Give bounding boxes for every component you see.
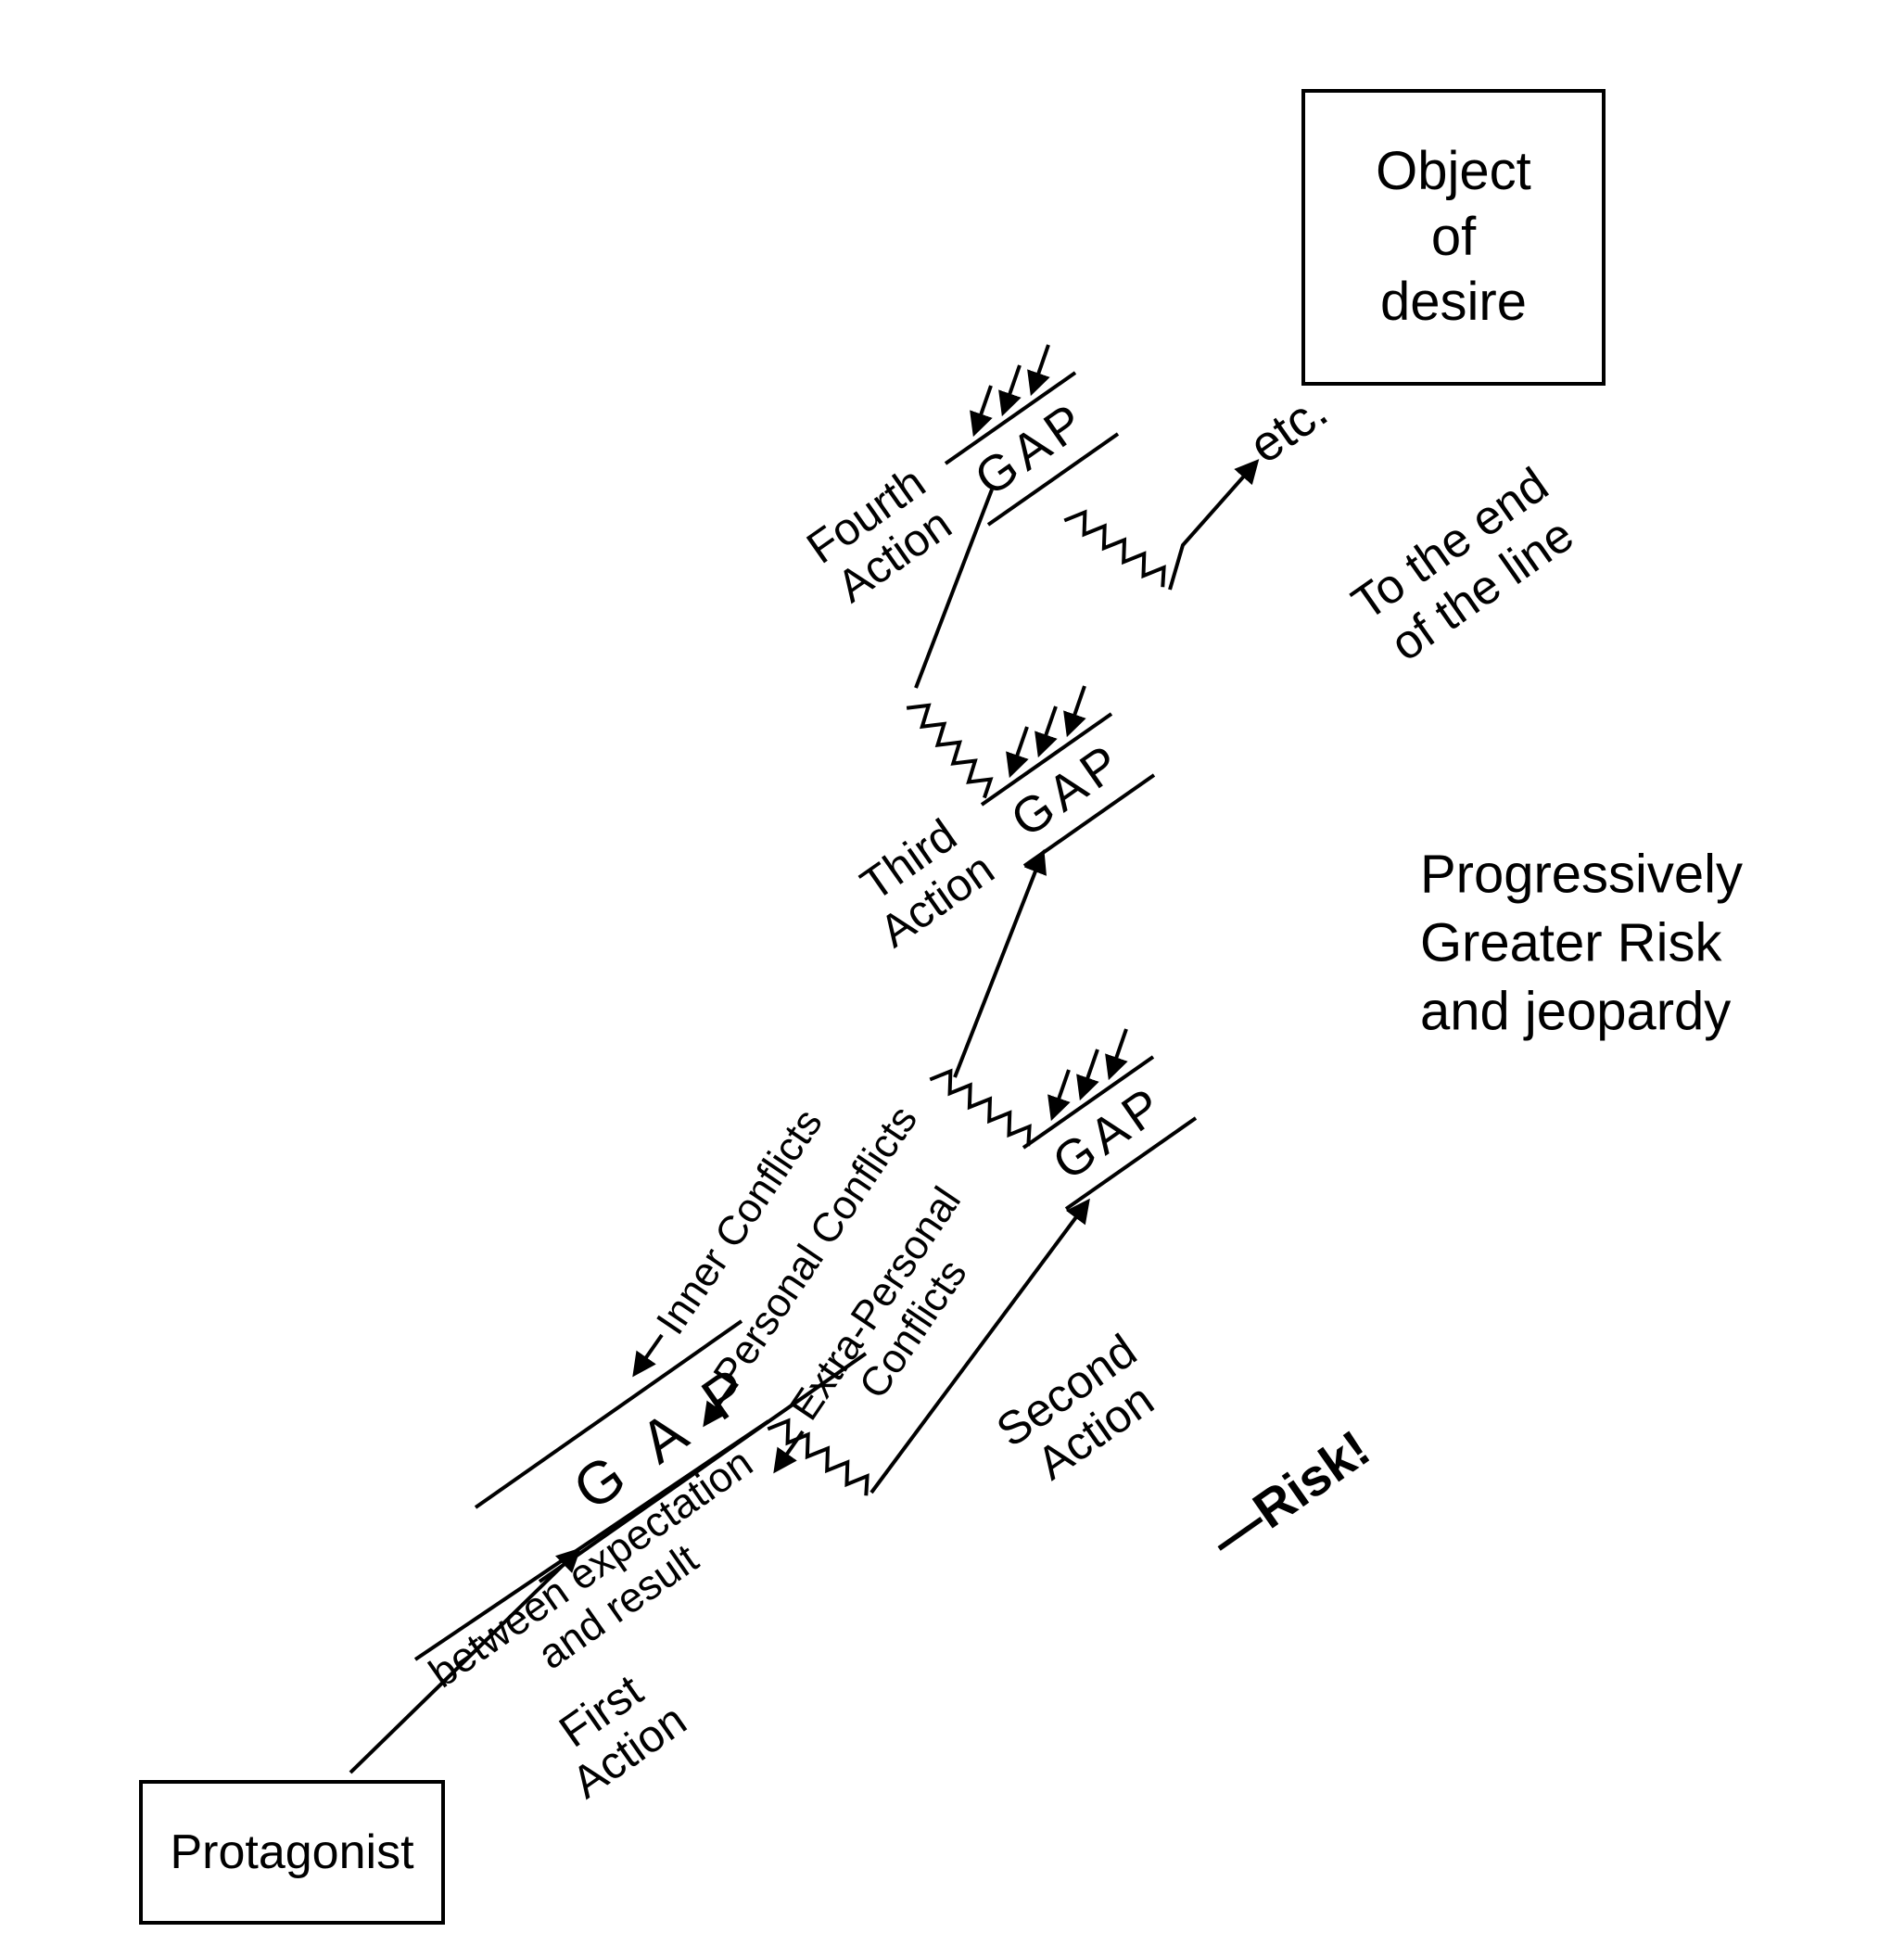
fourth-action-line bbox=[914, 489, 994, 689]
risk-note-line: Greater Risk bbox=[1419, 912, 1722, 973]
second-gap-rails bbox=[1022, 1028, 1198, 1211]
zigzag-before-second-gap bbox=[921, 1057, 1044, 1158]
protagonist-label: Protagonist bbox=[170, 1825, 414, 1879]
object-of-desire-line: desire bbox=[1380, 272, 1527, 333]
zigzag-after-first-gap bbox=[759, 1406, 882, 1507]
first-gap-rails bbox=[413, 1319, 868, 1661]
zigzag-before-third-gap bbox=[896, 690, 1004, 807]
first-action-arrow bbox=[349, 1547, 581, 1774]
object-of-desire-line: of bbox=[1430, 206, 1477, 267]
risk-note-line: and jeopardy bbox=[1419, 982, 1732, 1043]
object-of-desire-box: Object of desire bbox=[1301, 89, 1606, 386]
protagonist-box: Protagonist bbox=[139, 1780, 445, 1925]
zigzag-after-fourth-gap bbox=[1056, 498, 1178, 599]
third-action-arrow bbox=[953, 848, 1047, 1078]
object-of-desire-line: Object bbox=[1376, 140, 1531, 201]
risk-note: Progressively Greater Risk and jeopardy bbox=[1420, 841, 1743, 1048]
third-gap-rails bbox=[980, 685, 1156, 868]
fourth-gap-rails bbox=[944, 344, 1120, 527]
risk-note-line: Progressively bbox=[1419, 844, 1744, 905]
etc-arrow bbox=[1168, 459, 1260, 591]
second-action-arrow bbox=[869, 1198, 1090, 1494]
